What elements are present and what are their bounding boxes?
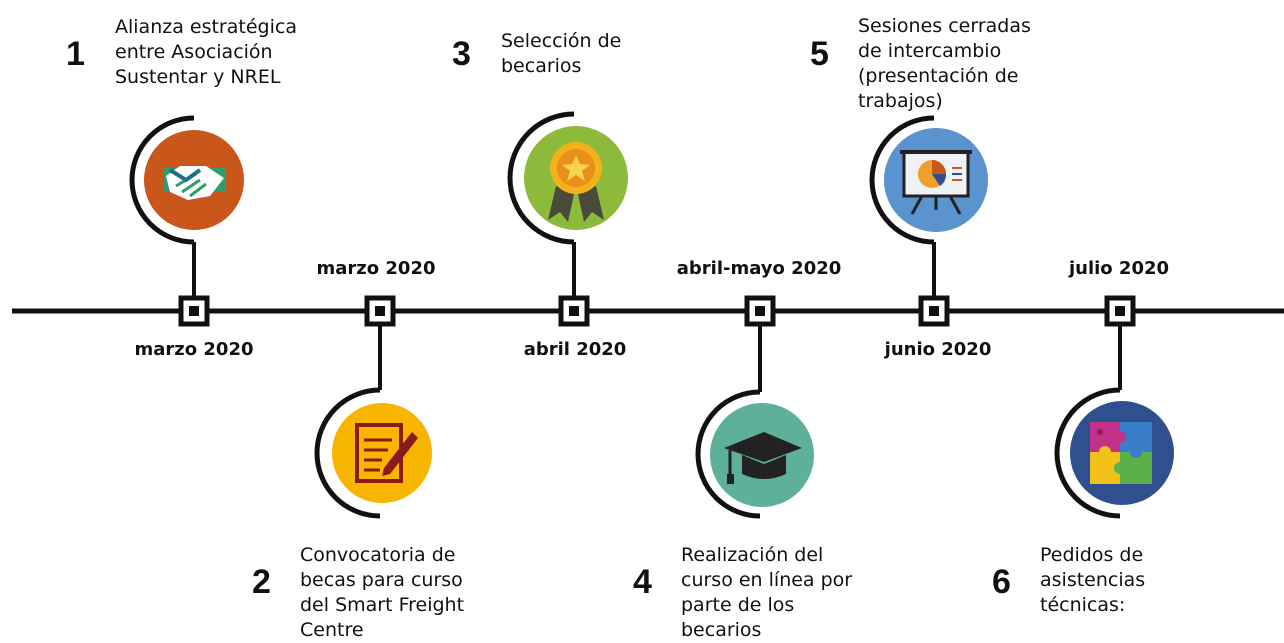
milestone-1-description: Alianza estratégica entre Asociación Sus… xyxy=(115,15,297,90)
milestone-5-description: Sesiones cerradas de intercambio (presen… xyxy=(858,14,1031,114)
form-pencil-icon xyxy=(355,423,418,483)
milestone-1-arc xyxy=(129,115,195,245)
graduation-cap-icon xyxy=(724,432,802,484)
milestone-5-number: 5 xyxy=(810,35,829,73)
milestone-5-line-3: (presentación de xyxy=(858,65,1019,87)
milestone-2-circle xyxy=(332,403,432,503)
milestone-4-marker xyxy=(744,295,776,327)
milestone-6-arc xyxy=(1054,387,1121,519)
puzzle-icon xyxy=(1090,422,1152,484)
milestone-6-line-1: Pedidos de xyxy=(1040,544,1144,566)
milestone-3-arc xyxy=(507,111,575,245)
handshake-icon xyxy=(164,166,226,200)
milestone-2-line-2: becas para curso xyxy=(300,569,463,591)
milestone-4-line-4: becarios xyxy=(681,619,762,641)
milestone-5-graphic xyxy=(869,115,988,327)
milestone-3-number: 3 xyxy=(452,35,471,73)
milestone-6-marker xyxy=(1104,295,1136,327)
milestone-5-marker xyxy=(918,295,950,327)
milestone-5-line-1: Sesiones cerradas xyxy=(858,15,1031,37)
milestone-2-line-3: del Smart Freight xyxy=(300,594,465,616)
milestone-2-line-1: Convocatoria de xyxy=(300,544,456,566)
milestone-6-line-3: técnicas: xyxy=(1040,594,1126,616)
milestone-5-arc xyxy=(869,115,935,245)
milestone-3-description: Selección de becarios xyxy=(501,29,621,79)
milestone-1-date: marzo 2020 xyxy=(134,339,254,360)
milestone-2-description: Convocatoria de becas para curso del Sma… xyxy=(300,543,464,643)
milestone-4-line-2: curso en línea por xyxy=(681,569,853,591)
milestone-3-line-2: becarios xyxy=(501,55,582,77)
milestone-6-date: julio 2020 xyxy=(1068,258,1170,279)
milestone-4-line-3: parte de los xyxy=(681,594,795,616)
milestone-6-line-2: asistencias xyxy=(1040,569,1146,591)
milestone-1-line-2: entre Asociación xyxy=(115,41,273,63)
milestone-2-arc xyxy=(314,387,381,519)
milestone-3-line-1: Selección de xyxy=(501,30,622,52)
milestone-6-description: Pedidos de asistencias técnicas: xyxy=(1040,543,1145,618)
milestone-4-arc xyxy=(695,389,761,519)
milestone-4-date: abril-mayo 2020 xyxy=(676,258,842,279)
milestone-1-line-3: Sustentar y NREL xyxy=(115,66,281,88)
milestone-2-number: 2 xyxy=(252,563,271,601)
award-badge-icon xyxy=(548,142,604,222)
milestone-5-line-4: trabajos) xyxy=(858,90,943,112)
milestone-1-line-1: Alianza estratégica xyxy=(115,16,297,38)
milestone-6-number: 6 xyxy=(992,563,1011,601)
milestone-2-graphic xyxy=(314,295,432,519)
milestone-1-number: 1 xyxy=(66,35,85,73)
milestone-1-graphic xyxy=(129,115,244,327)
milestone-4-graphic xyxy=(695,295,814,519)
milestone-2-line-4: Centre xyxy=(300,619,364,641)
milestone-4-description: Realización del curso en línea por parte… xyxy=(681,543,852,643)
milestone-6-graphic xyxy=(1054,295,1174,519)
presentation-board-icon xyxy=(900,150,972,215)
milestone-4-line-1: Realización del xyxy=(681,544,824,566)
milestone-5-line-2: de intercambio xyxy=(858,40,1002,62)
milestone-3-graphic xyxy=(507,111,628,327)
milestone-2-date: marzo 2020 xyxy=(316,258,436,279)
milestone-3-date: abril 2020 xyxy=(523,339,627,360)
milestone-4-number: 4 xyxy=(633,563,652,601)
milestone-5-date: junio 2020 xyxy=(884,339,992,360)
